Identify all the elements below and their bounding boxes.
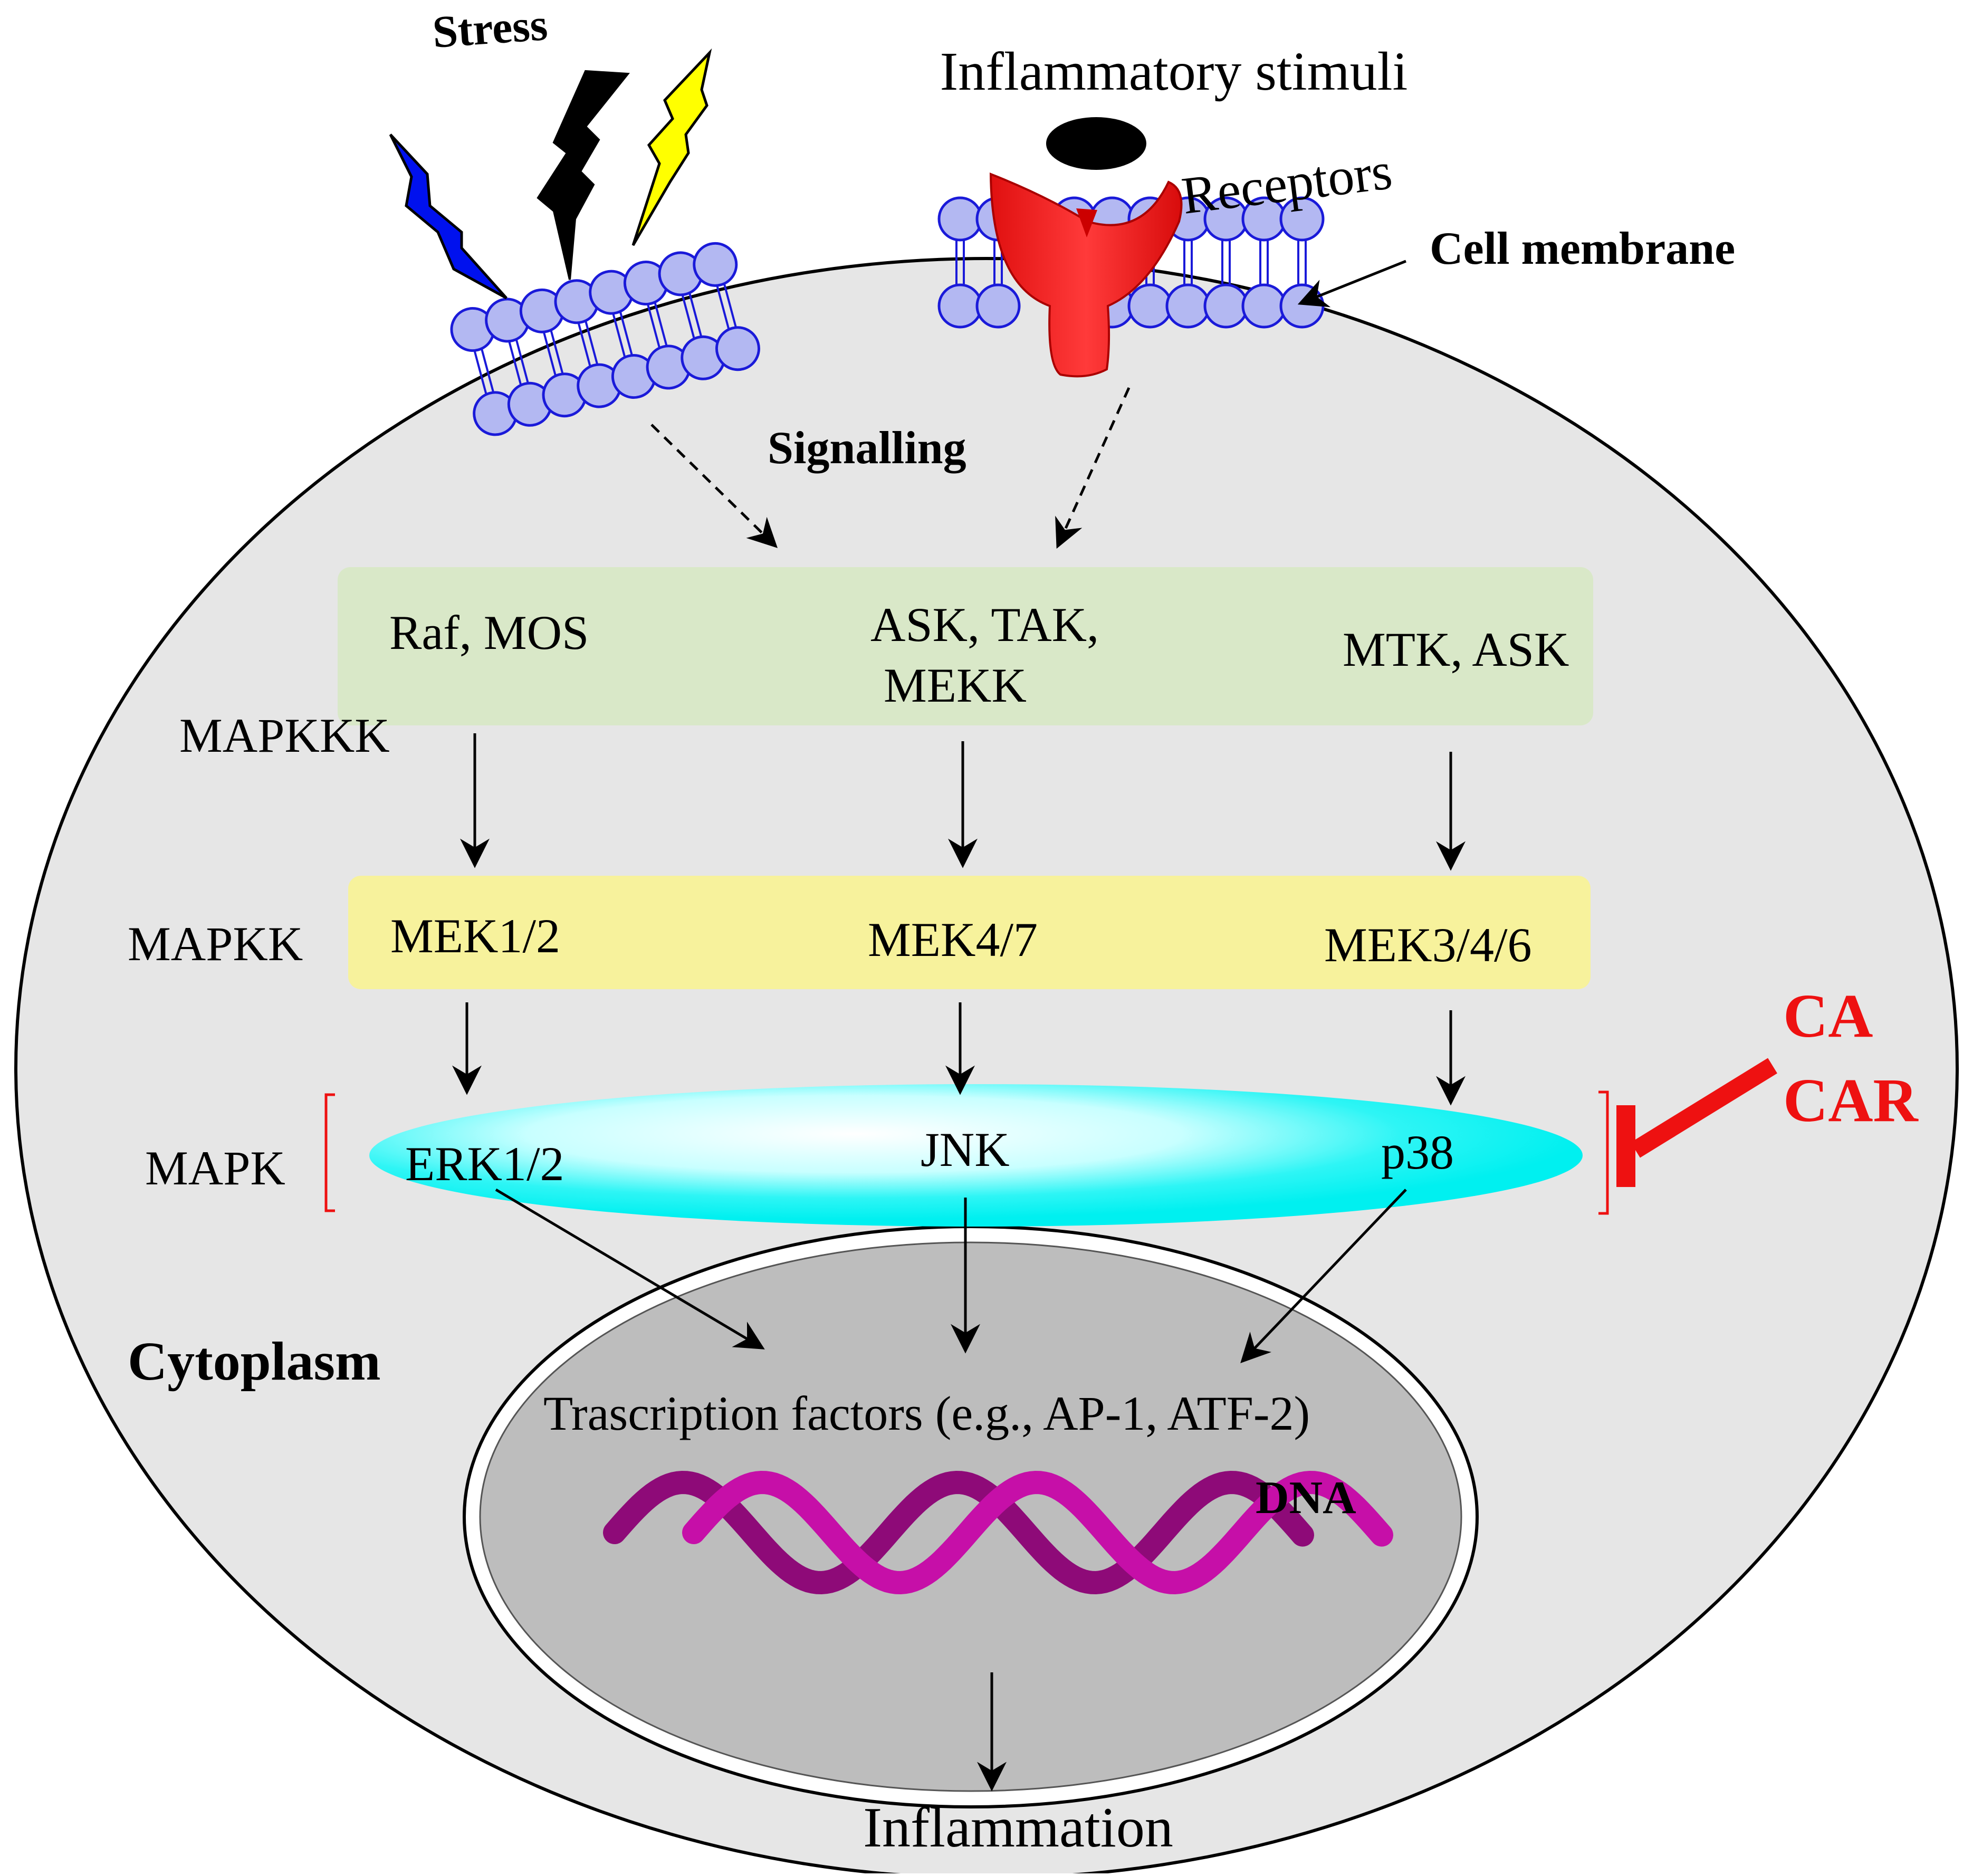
signalling-label: Signalling (768, 423, 966, 474)
dna-label: DNA (1256, 1472, 1356, 1524)
phospholipid (658, 251, 726, 380)
cell-membrane-pointer-arrow (1297, 260, 1406, 308)
arrow-erk-tf (495, 1188, 765, 1349)
mapkk-box (348, 876, 1591, 989)
mapkk-tier-label: MAPKK (128, 917, 303, 971)
mapkkk-ask-tak: ASK, TAK, (870, 598, 1099, 652)
phospholipid (1279, 196, 1325, 329)
phospholipid (693, 242, 760, 371)
stimulus-ligand-icon (1046, 117, 1146, 170)
mapkkk-raf-mos: Raf, MOS (389, 606, 589, 659)
mapk-tier-label: MAPK (145, 1141, 285, 1195)
dna-helix-icon (603, 1470, 1393, 1595)
phospholipid (519, 288, 587, 418)
phospholipid (937, 196, 983, 329)
mapk-ellipse (369, 1084, 1583, 1227)
lightning-black-icon (537, 70, 630, 280)
phospholipid (623, 261, 691, 390)
signalling-arrow-right (1055, 387, 1131, 549)
mapk-erk12: ERK1/2 (405, 1137, 564, 1191)
mapk-bracket-left (324, 1093, 335, 1212)
inhibitor-ca-label: CA (1783, 981, 1873, 1050)
mapkkk-mtk-ask: MTK, ASK (1343, 623, 1569, 676)
mapkk-mek47: MEK4/7 (868, 913, 1038, 966)
inflammatory-stimuli-label: Inflammatory stimuli (940, 41, 1408, 102)
mapkkk-tier-label: MAPKKK (179, 709, 390, 762)
signalling-arrow-left (650, 424, 778, 548)
receptor-icon (989, 173, 1183, 378)
lightning-blue-icon (389, 133, 507, 300)
stress-label: Stress (431, 0, 549, 58)
receptors-label: Receptors (1179, 141, 1395, 225)
phospholipid (589, 270, 656, 399)
mapk-jnk: JNK (921, 1123, 1010, 1176)
mapk-p38: p38 (1381, 1125, 1454, 1179)
inhibitor-car-label: CAR (1783, 1066, 1919, 1135)
cell-membrane-left (450, 242, 760, 436)
mapkkk-box (338, 567, 1593, 725)
lightning-yellow-icon (631, 48, 712, 246)
phospholipid (450, 307, 518, 436)
arrow-p38-tf (1240, 1189, 1407, 1364)
mapkk-mek346: MEK3/4/6 (1324, 918, 1532, 972)
cell-membrane-right (937, 196, 1325, 329)
inflammation-label: Inflammation (863, 1796, 1173, 1859)
cell-membrane-label: Cell membrane (1430, 223, 1735, 274)
mapk-bracket-right (1598, 1090, 1609, 1215)
transcription-factors-label: Trascription factors (e.g., AP-1, ATF-2) (543, 1386, 1310, 1440)
phospholipid (1203, 196, 1249, 329)
mapkk-mek12: MEK1/2 (390, 909, 560, 963)
inhibition-bar-icon (1616, 1058, 1777, 1187)
cytoplasm-label: Cytoplasm (128, 1331, 381, 1392)
mapkkk-mekk: MEKK (884, 658, 1027, 712)
